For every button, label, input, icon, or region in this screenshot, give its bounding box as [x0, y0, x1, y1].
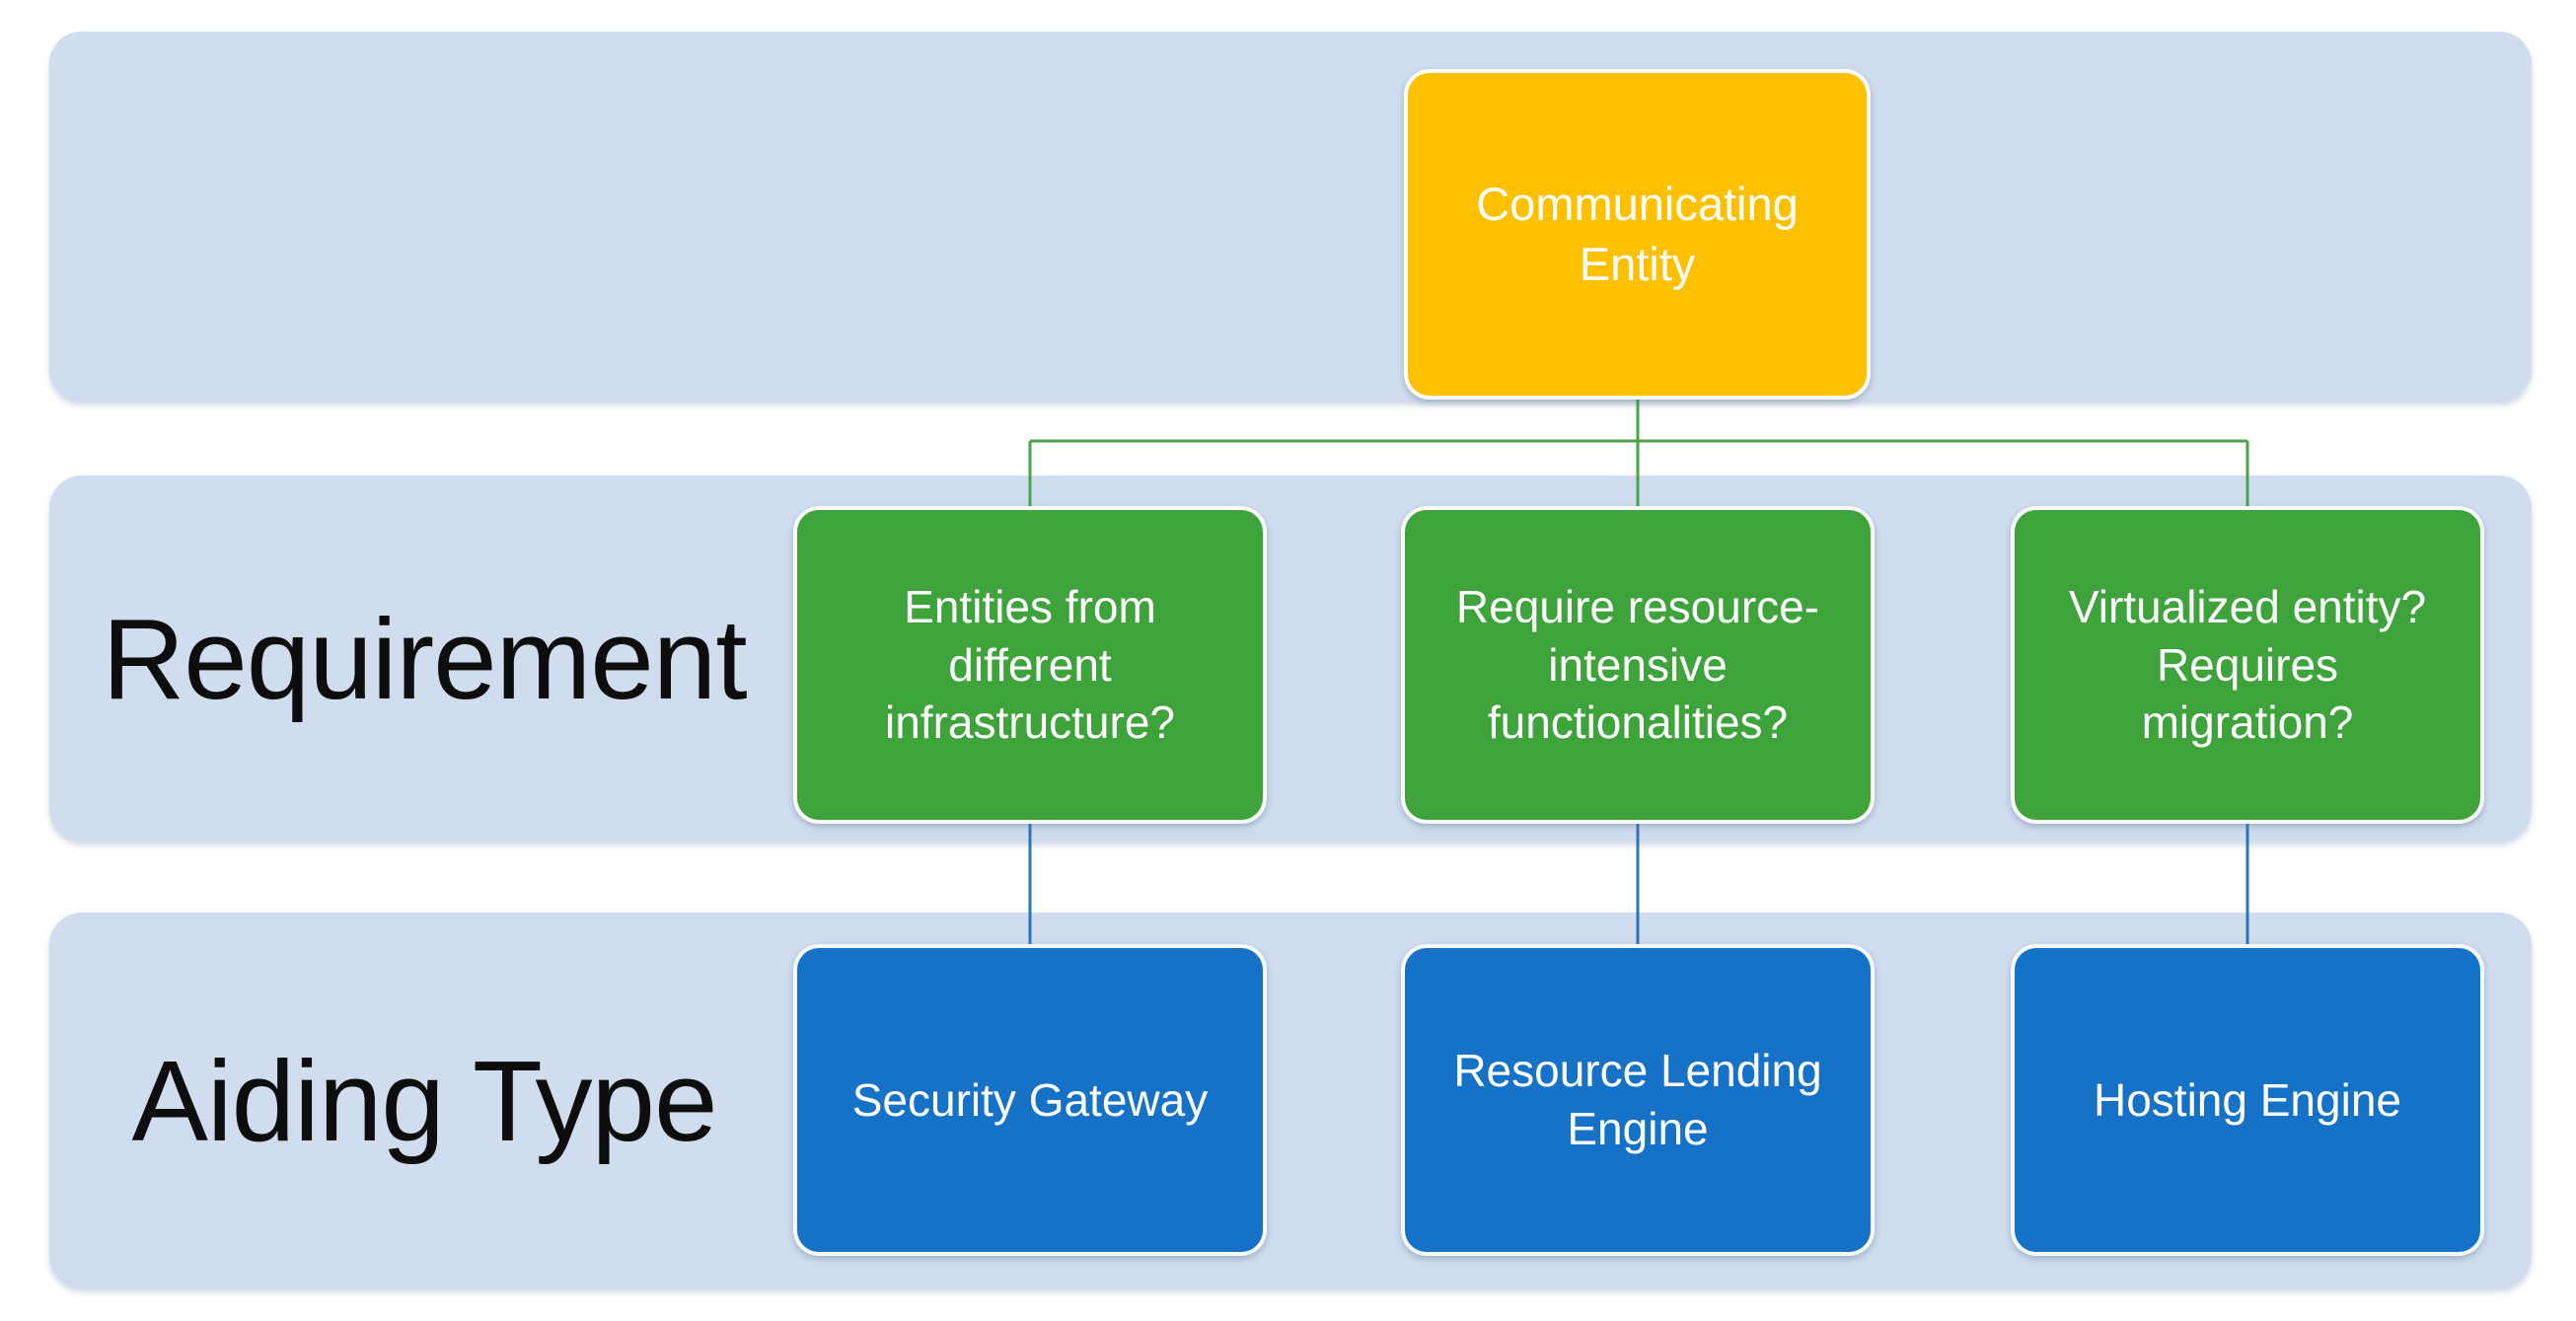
node-requirement-virtualized-migration: Virtualized entity? Requires migration? [2011, 506, 2484, 824]
row-label-requirement: Requirement [102, 594, 747, 723]
node-communicating-entity: Communicating Entity [1404, 69, 1871, 400]
node-requirement-different-infrastructure: Entities from different infrastructure? [793, 506, 1267, 824]
row-label-aiding-type: Aiding Type [131, 1036, 717, 1165]
node-aiding-hosting-engine: Hosting Engine [2011, 944, 2484, 1256]
node-requirement-resource-intensive: Require resource-intensive functionaliti… [1401, 506, 1875, 824]
node-aiding-security-gateway: Security Gateway [793, 944, 1267, 1256]
band-root-row [49, 32, 2532, 402]
node-aiding-resource-lending-engine: Resource Lending Engine [1401, 944, 1875, 1256]
